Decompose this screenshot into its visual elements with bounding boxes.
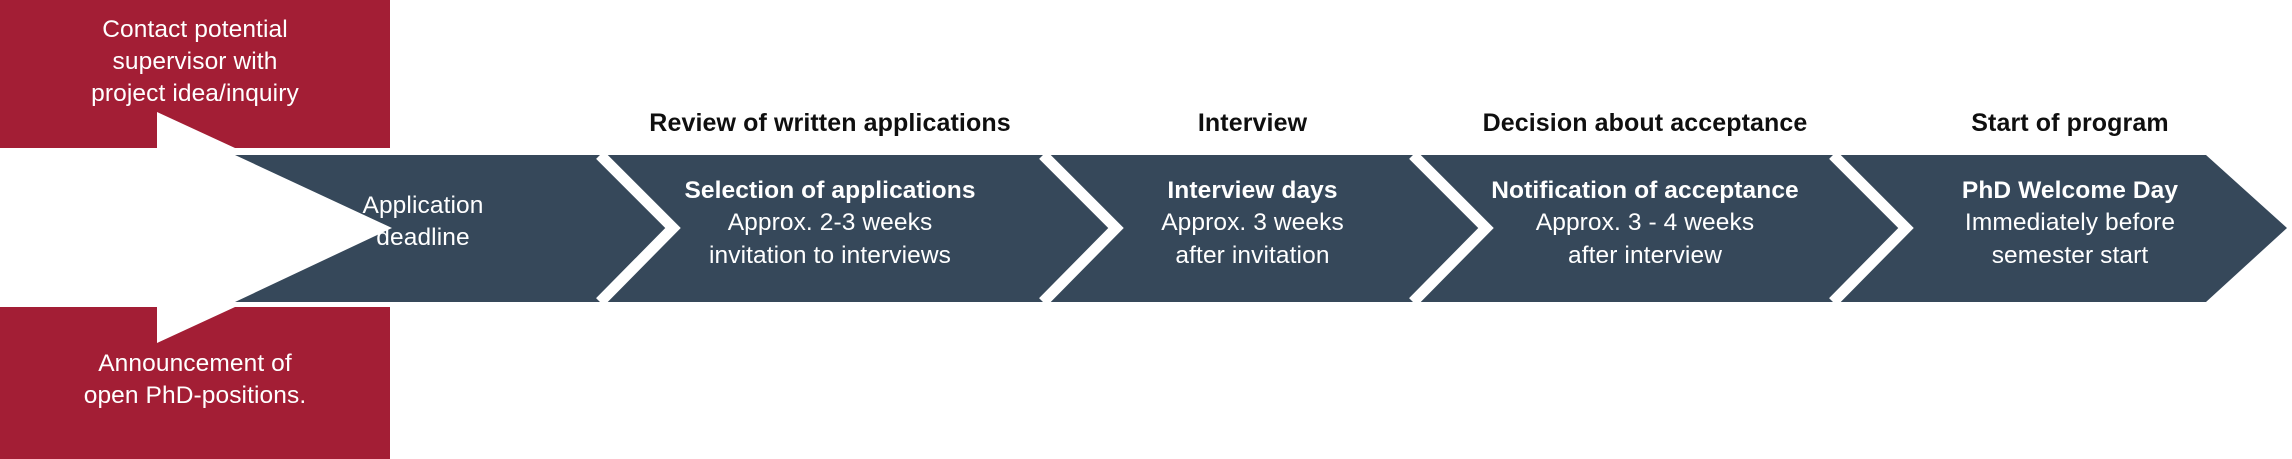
separator-4 <box>1829 151 1914 306</box>
red-block-top <box>0 0 390 148</box>
process-band <box>235 155 2287 302</box>
separator-3 <box>1409 151 1494 306</box>
red-block-bottom <box>0 307 390 459</box>
separator-2 <box>1039 151 1124 306</box>
stage-separators <box>596 151 1914 306</box>
separator-1 <box>596 151 681 306</box>
